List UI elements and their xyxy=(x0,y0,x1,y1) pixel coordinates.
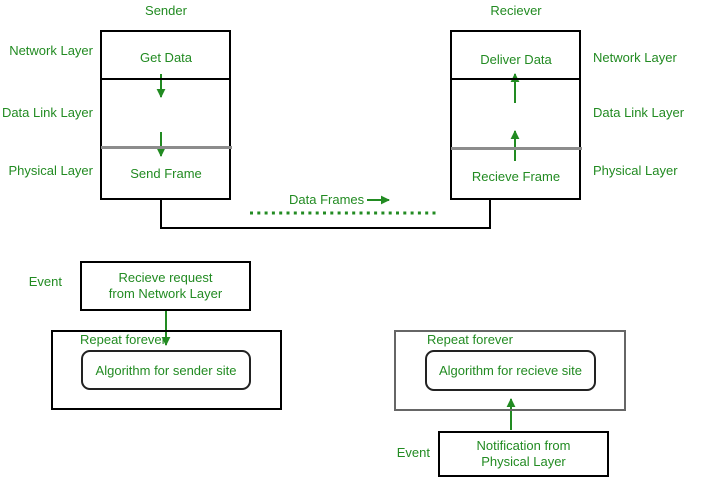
sender-event-line2: from Network Layer xyxy=(108,286,223,301)
data-frames-label: Data Frames xyxy=(289,192,365,207)
sender-layer-stack-box xyxy=(100,30,231,200)
receiver-deliver-data-cell: Deliver Data xyxy=(480,52,552,67)
receiver-recieve-frame-cell: Recieve Frame xyxy=(471,169,561,184)
receiver-physical-layer-label: Physical Layer xyxy=(593,163,678,178)
receiver-repeat-forever-label: Repeat forever xyxy=(427,332,513,347)
receiver-title: Reciever xyxy=(490,3,542,18)
sender-algorithm-box: Algorithm for sender site xyxy=(81,350,251,390)
sender-get-data-cell: Get Data xyxy=(139,50,193,65)
sender-repeat-forever-label: Repeat forever xyxy=(80,332,166,347)
sender-algorithm-label: Algorithm for sender site xyxy=(95,362,237,378)
receiver-repeat-forever-box xyxy=(394,330,626,411)
receiver-event-label: Event xyxy=(396,445,430,460)
sender-title: Sender xyxy=(145,3,187,18)
receiver-datalink-physical-divider xyxy=(451,147,582,150)
sender-event-label: Event xyxy=(28,274,62,289)
sender-repeat-forever-box xyxy=(51,330,282,410)
sender-physical-layer-label: Physical Layer xyxy=(8,163,93,178)
sender-event-line1: Recieve request xyxy=(118,270,213,285)
receiver-event-line1: Notification from xyxy=(476,438,571,453)
receiver-algorithm-box: Algorithm for recieve site xyxy=(425,350,596,391)
receiver-event-line2: Physical Layer xyxy=(481,454,566,469)
sender-event-box: Recieve request from Network Layer xyxy=(80,261,251,311)
sender-network-datalink-divider xyxy=(101,78,230,80)
sender-send-frame-cell: Send Frame xyxy=(130,166,202,181)
receiver-data-link-layer-label: Data Link Layer xyxy=(593,105,685,120)
receiver-network-datalink-divider xyxy=(451,78,580,80)
receiver-network-layer-label: Network Layer xyxy=(593,50,677,65)
sender-datalink-physical-divider xyxy=(101,146,232,149)
sender-data-link-layer-label: Data Link Layer xyxy=(1,105,93,120)
receiver-algorithm-label: Algorithm for recieve site xyxy=(438,363,583,378)
receiver-layer-stack-box xyxy=(450,30,581,200)
sender-network-layer-label: Network Layer xyxy=(9,43,93,58)
receiver-event-box: Notification from Physical Layer xyxy=(438,431,609,477)
